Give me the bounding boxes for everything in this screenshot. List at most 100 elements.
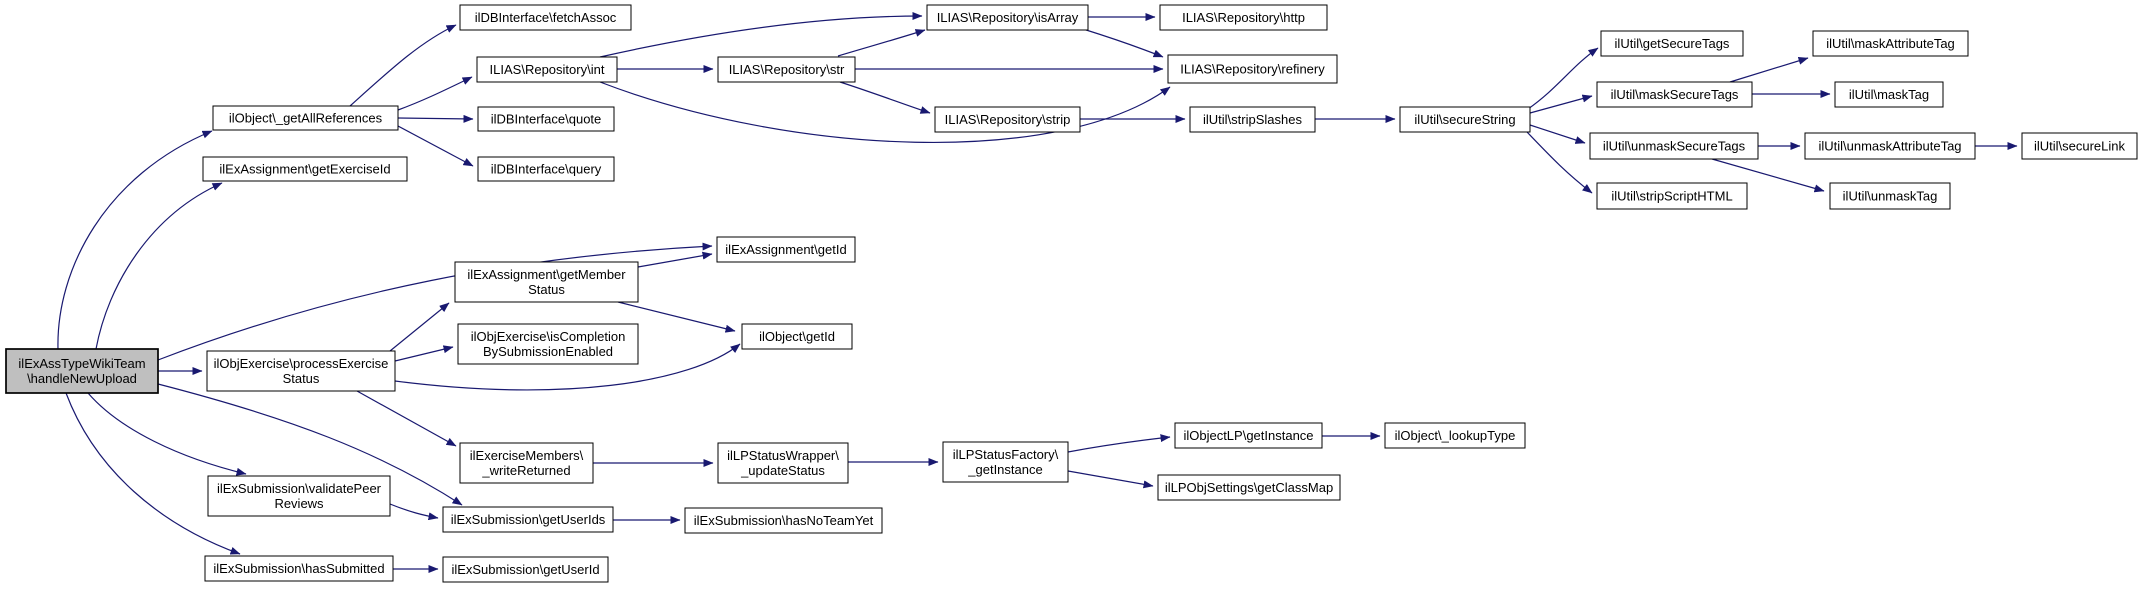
edge-getAllReferences-to-repoInt: [397, 76, 473, 111]
node-repoHttp[interactable]: ILIAS\Repository\http: [1159, 4, 1328, 31]
node-box-getClassMap[interactable]: [1157, 474, 1341, 501]
node-objectLPgetInstance[interactable]: ilObjectLP\getInstance: [1174, 422, 1323, 449]
node-objGetId[interactable]: ilObject\getId: [741, 323, 853, 350]
node-getExerciseId[interactable]: ilExAssignment\getExerciseId: [202, 156, 408, 182]
edge-getMemberStatus-to-exGetId: [637, 251, 713, 268]
node-unmaskSecureTags[interactable]: ilUtil\unmaskSecureTags: [1589, 132, 1759, 160]
node-query[interactable]: ilDBInterface\query: [477, 156, 615, 182]
node-label-hasSubmitted: ilExSubmission\hasSubmitted: [213, 561, 384, 576]
node-updateStatus[interactable]: ilLPStatusWrapper\_updateStatus: [717, 442, 849, 484]
node-box-stripScriptHTML[interactable]: [1596, 182, 1748, 210]
node-label-stripSlashes: ilUtil\stripSlashes: [1203, 112, 1302, 127]
node-label-repoInt: ILIAS\Repository\int: [490, 62, 605, 77]
node-box-objGetId[interactable]: [741, 323, 853, 350]
node-getUserId[interactable]: ilExSubmission\getUserId: [442, 556, 609, 583]
node-box-handleNewUpload: [5, 348, 159, 394]
node-box-quote[interactable]: [477, 106, 615, 132]
node-getClassMap[interactable]: ilLPObjSettings\getClassMap: [1157, 474, 1341, 501]
node-fetchAssoc[interactable]: ilDBInterface\fetchAssoc: [459, 4, 632, 31]
node-box-lpFactoryGetInstance[interactable]: [942, 441, 1069, 483]
node-box-query[interactable]: [477, 156, 615, 182]
node-label-secureLink: ilUtil\secureLink: [2034, 139, 2126, 154]
node-box-fetchAssoc[interactable]: [459, 4, 632, 31]
node-box-getUserIds[interactable]: [442, 506, 614, 533]
node-exGetId[interactable]: ilExAssignment\getId: [716, 236, 856, 263]
node-box-getMemberStatus[interactable]: [454, 261, 639, 303]
edge-isArray-to-refinery: [1082, 28, 1164, 58]
node-box-unmaskAttributeTag[interactable]: [1804, 132, 1976, 160]
node-stripScriptHTML[interactable]: ilUtil\stripScriptHTML: [1596, 182, 1748, 210]
node-lookupType[interactable]: ilObject\_lookupType: [1384, 422, 1526, 449]
node-maskSecureTags[interactable]: ilUtil\maskSecureTags: [1596, 81, 1753, 108]
node-label-handleNewUpload: ilExAssTypeWikiTeam\handleNewUpload: [18, 356, 145, 386]
edge-maskSecureTags-to-maskAttributeTag: [1729, 56, 1809, 83]
node-label-repoHttp: ILIAS\Repository\http: [1182, 10, 1305, 25]
node-box-hasNoTeamYet[interactable]: [684, 507, 883, 534]
node-box-objectLPgetInstance[interactable]: [1174, 422, 1323, 449]
node-getUserIds[interactable]: ilExSubmission\getUserIds: [442, 506, 614, 533]
node-box-repoInt[interactable]: [476, 56, 618, 83]
node-quote[interactable]: ilDBInterface\quote: [477, 106, 615, 132]
node-hasSubmitted[interactable]: ilExSubmission\hasSubmitted: [204, 555, 394, 582]
edge-lpFactoryGetInstance-to-objectLPgetInstance: [1067, 434, 1171, 453]
node-box-unmaskTag[interactable]: [1829, 182, 1951, 210]
node-box-getUserId[interactable]: [442, 556, 609, 583]
node-box-unmaskSecureTags[interactable]: [1589, 132, 1759, 160]
node-box-refinery[interactable]: [1167, 54, 1338, 84]
node-box-hasSubmitted[interactable]: [204, 555, 394, 582]
node-label-getAllReferences: ilObject\_getAllReferences: [229, 111, 383, 126]
node-box-isCompletion[interactable]: [457, 323, 639, 365]
node-box-stripSlashes[interactable]: [1189, 106, 1316, 133]
node-box-secureLink[interactable]: [2021, 132, 2138, 160]
node-unmaskTag[interactable]: ilUtil\unmaskTag: [1829, 182, 1951, 210]
node-box-processExerciseStatus[interactable]: [206, 350, 396, 392]
node-getSecureTags[interactable]: ilUtil\getSecureTags: [1600, 30, 1744, 57]
node-secureString[interactable]: ilUtil\secureString: [1399, 106, 1531, 133]
node-lpFactoryGetInstance[interactable]: ilLPStatusFactory\_getInstance: [942, 441, 1069, 483]
node-maskAttributeTag[interactable]: ilUtil\maskAttributeTag: [1812, 30, 1969, 57]
node-stripSlashes[interactable]: ilUtil\stripSlashes: [1189, 106, 1316, 133]
node-box-exGetId[interactable]: [716, 236, 856, 263]
node-getAllReferences[interactable]: ilObject\_getAllReferences: [212, 105, 399, 131]
node-label-getSecureTags: ilUtil\getSecureTags: [1615, 36, 1730, 51]
node-box-lookupType[interactable]: [1384, 422, 1526, 449]
node-label-unmaskTag: ilUtil\unmaskTag: [1843, 189, 1938, 204]
node-box-maskTag[interactable]: [1834, 81, 1944, 108]
node-writeReturned[interactable]: ilExerciseMembers\_writeReturned: [459, 442, 594, 484]
node-box-repoStrip[interactable]: [934, 106, 1081, 133]
node-repoStrip[interactable]: ILIAS\Repository\strip: [934, 106, 1081, 133]
edge-processExerciseStatus-to-objGetId: [394, 343, 741, 391]
node-box-maskAttributeTag[interactable]: [1812, 30, 1969, 57]
edge-secureString-to-unmaskSecureTags: [1529, 124, 1586, 144]
node-box-isArray[interactable]: [926, 4, 1089, 31]
node-box-getAllReferences[interactable]: [212, 105, 399, 131]
edges-layer: [57, 12, 2018, 573]
node-box-writeReturned[interactable]: [459, 442, 594, 484]
node-box-updateStatus[interactable]: [717, 442, 849, 484]
node-repoInt[interactable]: ILIAS\Repository\int: [476, 56, 618, 83]
node-repoStr[interactable]: ILIAS\Repository\str: [717, 56, 856, 83]
node-maskTag[interactable]: ilUtil\maskTag: [1834, 81, 1944, 108]
node-hasNoTeamYet[interactable]: ilExSubmission\hasNoTeamYet: [684, 507, 883, 534]
node-box-repoHttp[interactable]: [1159, 4, 1328, 31]
node-unmaskAttributeTag[interactable]: ilUtil\unmaskAttributeTag: [1804, 132, 1976, 160]
node-box-getSecureTags[interactable]: [1600, 30, 1744, 57]
node-label-repoStr: ILIAS\Repository\str: [729, 62, 845, 77]
node-box-secureString[interactable]: [1399, 106, 1531, 133]
edge-unmaskSecureTags-to-unmaskTag: [1711, 158, 1825, 193]
node-label-unmaskSecureTags: ilUtil\unmaskSecureTags: [1603, 139, 1746, 154]
edge-repoStr-to-isArray: [837, 29, 926, 57]
node-secureLink[interactable]: ilUtil\secureLink: [2021, 132, 2138, 160]
node-box-repoStr[interactable]: [717, 56, 856, 83]
node-isArray[interactable]: ILIAS\Repository\isArray: [926, 4, 1089, 31]
node-box-validatePeerReviews[interactable]: [207, 475, 391, 517]
node-refinery[interactable]: ILIAS\Repository\refinery: [1167, 54, 1338, 84]
node-box-getExerciseId[interactable]: [202, 156, 408, 182]
node-box-maskSecureTags[interactable]: [1596, 81, 1753, 108]
